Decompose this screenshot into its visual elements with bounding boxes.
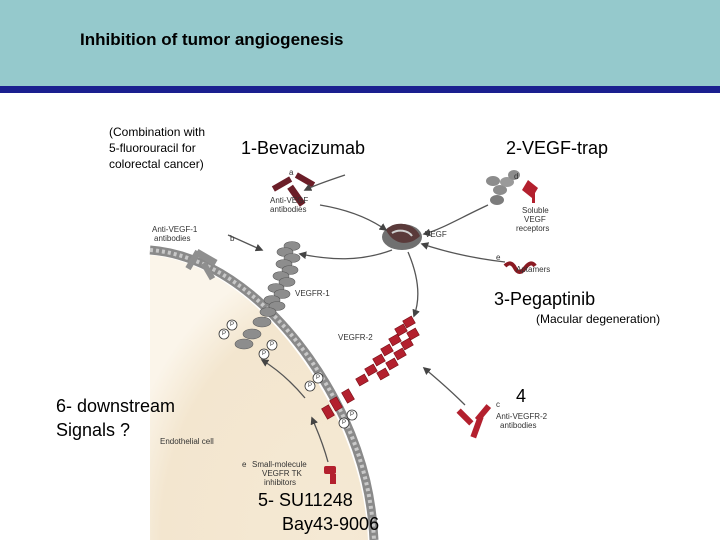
arrow-inhibitor-kinase	[310, 416, 329, 463]
label-b: b	[230, 234, 235, 243]
arrow-vegf-vegfr1	[298, 249, 393, 260]
phosphate-label: P	[230, 322, 235, 328]
label-c: c	[496, 400, 500, 409]
arrow-aptamer-vegf	[420, 242, 506, 263]
label-d: d	[514, 172, 519, 181]
anti-vegfr1-antibody	[185, 249, 218, 281]
label-a: a	[289, 168, 294, 177]
phosphate-label: P	[308, 383, 313, 389]
label-aptamers: Aptamers	[516, 265, 551, 274]
vegf-dimer	[382, 223, 422, 250]
label-small-3: inhibitors	[264, 478, 297, 487]
label-small-2: VEGFR TK	[262, 469, 302, 478]
aptamer	[503, 261, 537, 274]
caption-bevacizumab: 1-Bevacizumab	[241, 138, 366, 158]
combination-note-line1: (Combination with	[109, 125, 206, 139]
label-e-small: e	[242, 460, 247, 469]
header-divider	[0, 86, 720, 93]
label-anti-vegf-2: antibodies	[270, 205, 307, 214]
caption-bay43: Bay43-9006	[282, 514, 380, 534]
caption-downstream-line2: Signals ?	[56, 420, 131, 440]
label-soluble-1: Soluble	[522, 206, 549, 215]
phosphate-label: P	[316, 375, 321, 381]
anti-vegfr2-antibody	[456, 404, 492, 439]
arrow-d-vegf	[422, 204, 489, 237]
arrow-c-vegfr2	[422, 367, 466, 406]
arrow-b-vegfr1	[227, 234, 264, 252]
label-soluble-2: VEGF	[524, 215, 546, 224]
caption-four: 4	[516, 386, 527, 406]
endothelial-cell	[150, 255, 368, 540]
label-vegfr2: VEGFR-2	[338, 333, 373, 342]
arrow-a-label	[303, 174, 346, 191]
vegfr2-receptor	[321, 315, 420, 420]
arrow-signal	[260, 359, 306, 399]
caption-su11248: 5- SU11248	[258, 490, 353, 510]
header-banner	[0, 0, 720, 86]
vegfr1-receptor	[234, 241, 301, 350]
label-vegfr1: VEGFR-1	[295, 289, 330, 298]
caption-downstream-line1: 6- downstream	[56, 396, 176, 416]
phosphate-label: P	[270, 342, 275, 348]
caption-vegf-trap: 2-VEGF-trap	[506, 138, 609, 158]
label-anti-vegfr2-2: antibodies	[500, 421, 537, 430]
combination-note-line2: 5-fluorouracil for	[109, 141, 196, 155]
arrow-a-vegf	[319, 204, 388, 231]
phosphate-label: P	[342, 420, 347, 426]
label-vegf: VEGF	[425, 230, 447, 239]
phosphate-label: P	[262, 351, 267, 357]
arrow-vegf-vegfr2	[407, 251, 420, 318]
label-soluble-3: receptors	[516, 224, 550, 233]
caption-pegaptinib: 3-Pegaptinib	[494, 289, 596, 309]
slide-title: Inhibition of tumor angiogenesis	[80, 30, 344, 49]
phosphate-label: P	[222, 331, 227, 337]
phosphate-label: P	[350, 412, 355, 418]
phosphate-groups	[218, 319, 358, 429]
label-endothelial-cell: Endothelial cell	[160, 437, 214, 446]
label-anti-vegfr1-2: antibodies	[154, 234, 191, 243]
soluble-vegf-receptors	[486, 170, 538, 205]
label-small-1: Small-molecule	[252, 460, 307, 469]
label-anti-vegfr1-1: Anti-VEGF-1	[152, 225, 198, 234]
caption-macular-degeneration: (Macular degeneration)	[536, 312, 661, 326]
label-anti-vegf-1: Anti-VEGF	[270, 196, 309, 205]
label-e-aptamers: e	[496, 253, 501, 262]
label-anti-vegfr2-1: Anti-VEGFR-2	[496, 412, 548, 421]
combination-note-line3: colorectal cancer)	[109, 157, 204, 171]
small-molecule-inhibitor	[324, 466, 336, 484]
